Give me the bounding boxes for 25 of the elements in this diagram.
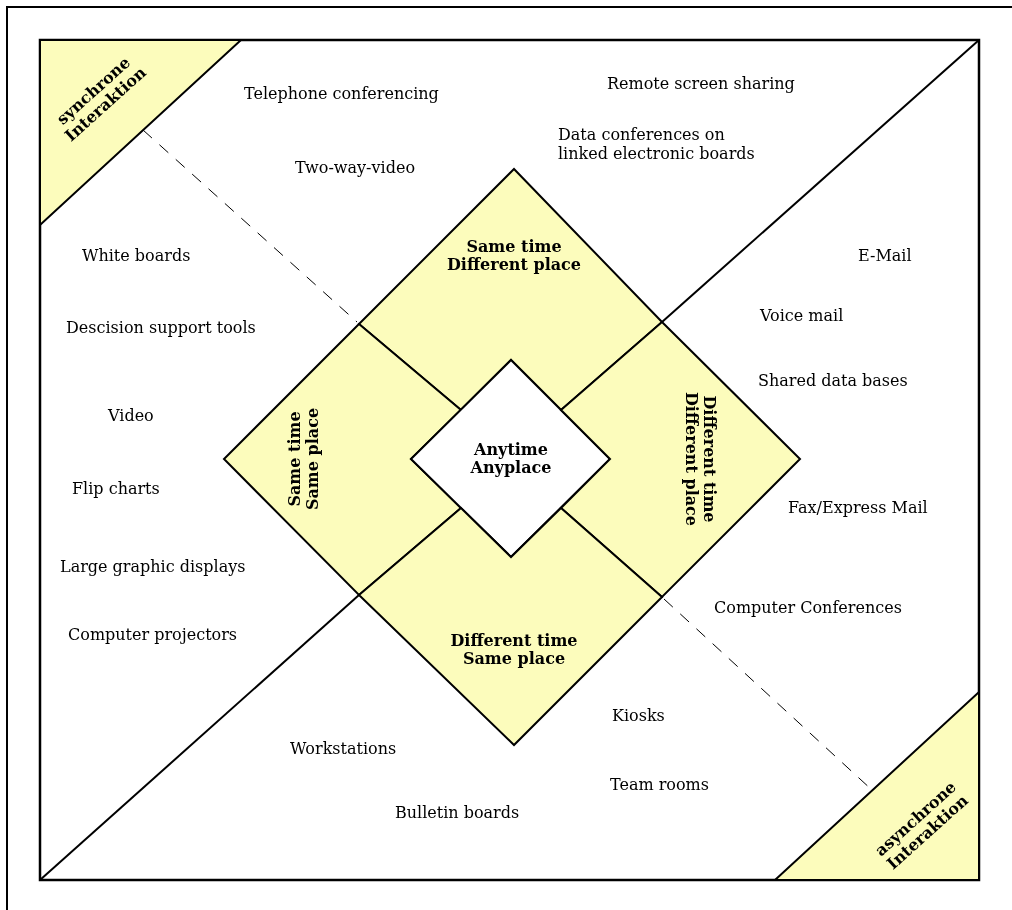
quadrant-title: Same time Different place: [446, 237, 582, 275]
quadrant-title: Different time Different place: [681, 391, 719, 528]
technology-label: Team rooms: [610, 775, 710, 795]
technology-label: Descision support tools: [66, 318, 257, 338]
technology-label: Voice mail: [760, 306, 845, 326]
technology-label: Bulletin boards: [395, 803, 521, 823]
technology-label: Large graphic displays: [60, 557, 247, 577]
technology-label: Flip charts: [72, 479, 161, 499]
technology-label: Kiosks: [612, 706, 666, 726]
quadrant-title: Same time Same place: [285, 406, 323, 513]
technology-label: Remote screen sharing: [607, 74, 796, 94]
technology-label: Workstations: [290, 739, 398, 759]
technology-label: E-Mail: [858, 246, 913, 266]
technology-label: Two-way-video: [295, 158, 416, 178]
technology-label: Data conferences on linked electronic boards: [558, 125, 756, 164]
dashed-line: [142, 129, 358, 323]
technology-label: Computer Conferences: [714, 598, 903, 618]
technology-label: Shared data bases: [758, 371, 909, 391]
quadrant-title: Different time Same place: [449, 631, 579, 669]
technology-label: Telephone conferencing: [244, 84, 440, 104]
technology-label: Video: [108, 406, 155, 426]
technology-label: Computer projectors: [68, 625, 239, 645]
technology-label: Fax/Express Mail: [788, 498, 929, 518]
technology-label: White boards: [82, 246, 192, 266]
quadrant-title: Anytime Anyplace: [469, 440, 553, 478]
